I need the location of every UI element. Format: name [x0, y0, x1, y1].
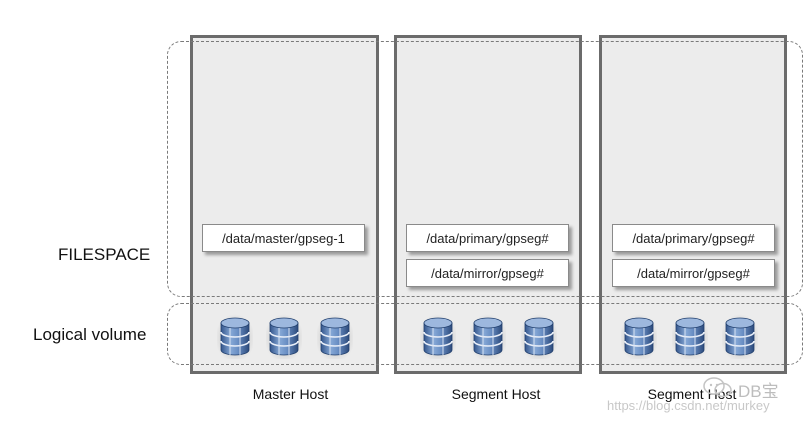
database-icon	[420, 313, 456, 359]
master-path-box: /data/master/gpseg-1	[202, 224, 365, 252]
database-icon	[722, 313, 758, 359]
database-icon	[621, 313, 657, 359]
filespace-region	[167, 41, 803, 297]
database-icon	[317, 313, 353, 359]
host-label-segment: Segment Host	[647, 386, 737, 402]
wechat-icon	[703, 377, 732, 398]
host-label-segment: Segment Host	[451, 386, 541, 402]
database-icon	[266, 313, 302, 359]
watermark-url: https://blog.csdn.net/murkey	[607, 398, 770, 413]
mirror-path-box: /data/mirror/gpseg#	[406, 259, 569, 287]
watermark-brand: DB宝	[738, 382, 779, 401]
filespace-label: FILESPACE	[58, 245, 151, 264]
database-icon	[217, 313, 253, 359]
logical-volume-label: Logical volume	[33, 325, 147, 344]
database-icon	[470, 313, 506, 359]
segment-host-column-2	[599, 35, 787, 374]
host-label-master: Master Host	[252, 386, 329, 402]
database-icon	[672, 313, 708, 359]
mirror-path-box: /data/mirror/gpseg#	[612, 259, 775, 287]
primary-path-box: /data/primary/gpseg#	[612, 224, 775, 252]
primary-path-box: /data/primary/gpseg#	[406, 224, 569, 252]
database-icon	[521, 313, 557, 359]
logical-volume-region	[167, 303, 803, 365]
